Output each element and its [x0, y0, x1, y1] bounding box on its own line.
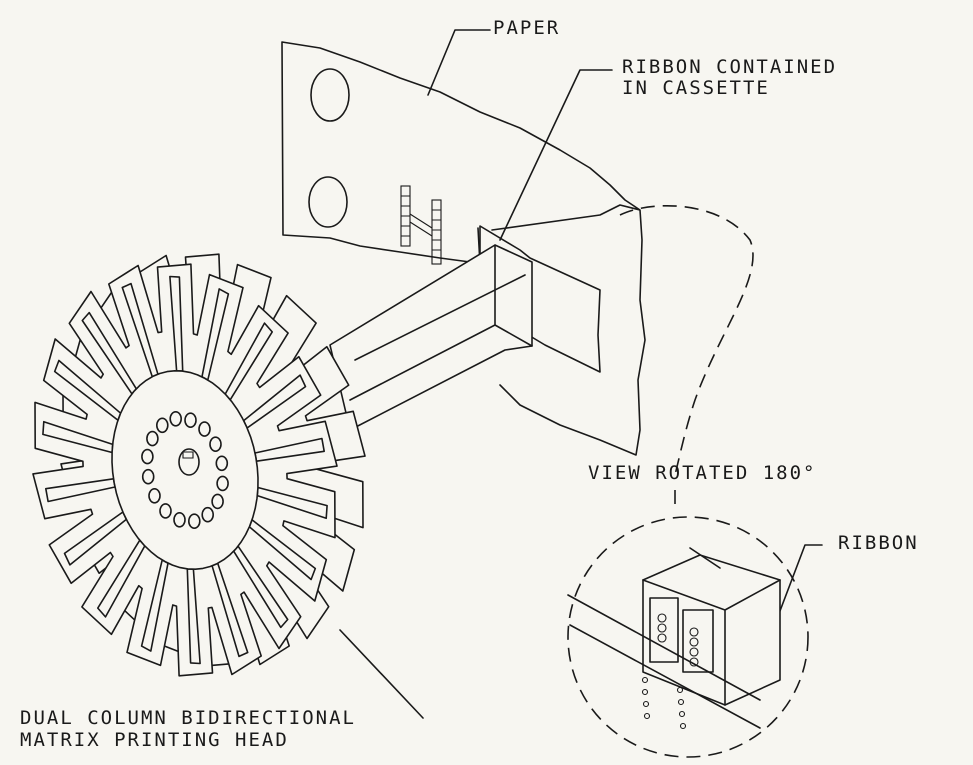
wheel-hole — [188, 513, 201, 530]
wheel-hole — [198, 421, 211, 437]
wheel-hole — [141, 448, 154, 465]
label-ribbon-cassette-line1: RIBBON CONTAINED — [622, 56, 838, 78]
label-ribbon-cassette-line2: IN CASSETTE — [622, 77, 770, 99]
wheel-hole — [216, 475, 229, 492]
wheel-hole — [201, 506, 214, 523]
paper-hole-top — [310, 68, 350, 122]
wheel-hole — [146, 430, 159, 447]
wheel-center-bore — [178, 448, 200, 476]
print-shaft — [329, 244, 533, 431]
wheel-hole — [141, 468, 155, 485]
wheel-keyway — [182, 451, 194, 459]
label-head-line2: MATRIX PRINTING HEAD — [20, 729, 289, 751]
wheel-hole — [215, 455, 229, 472]
dot-columns — [641, 613, 699, 730]
wheel-hole — [184, 412, 197, 429]
wheel-hole — [148, 487, 161, 504]
label-paper: PAPER — [493, 17, 561, 39]
wheel-hole — [173, 511, 186, 528]
label-view-rotated: VIEW ROTATED 180° — [588, 462, 817, 484]
paper-hole-bottom — [308, 176, 348, 228]
print-wheel — [32, 253, 366, 677]
label-ribbon: RIBBON — [838, 532, 919, 554]
wheel-hole — [209, 436, 222, 453]
detail-inset — [567, 547, 781, 730]
rotated-view-callout — [567, 204, 809, 758]
wheel-hub-disc — [111, 370, 259, 570]
wheel-hole — [159, 503, 172, 519]
wheel-hole — [156, 417, 169, 434]
paper-sheet — [281, 41, 646, 456]
label-head-line1: DUAL COLUMN BIDIRECTIONAL — [20, 707, 356, 729]
wheel-hole — [211, 493, 224, 510]
printed-h-glyph — [400, 185, 442, 265]
wheel-hole — [169, 410, 182, 427]
